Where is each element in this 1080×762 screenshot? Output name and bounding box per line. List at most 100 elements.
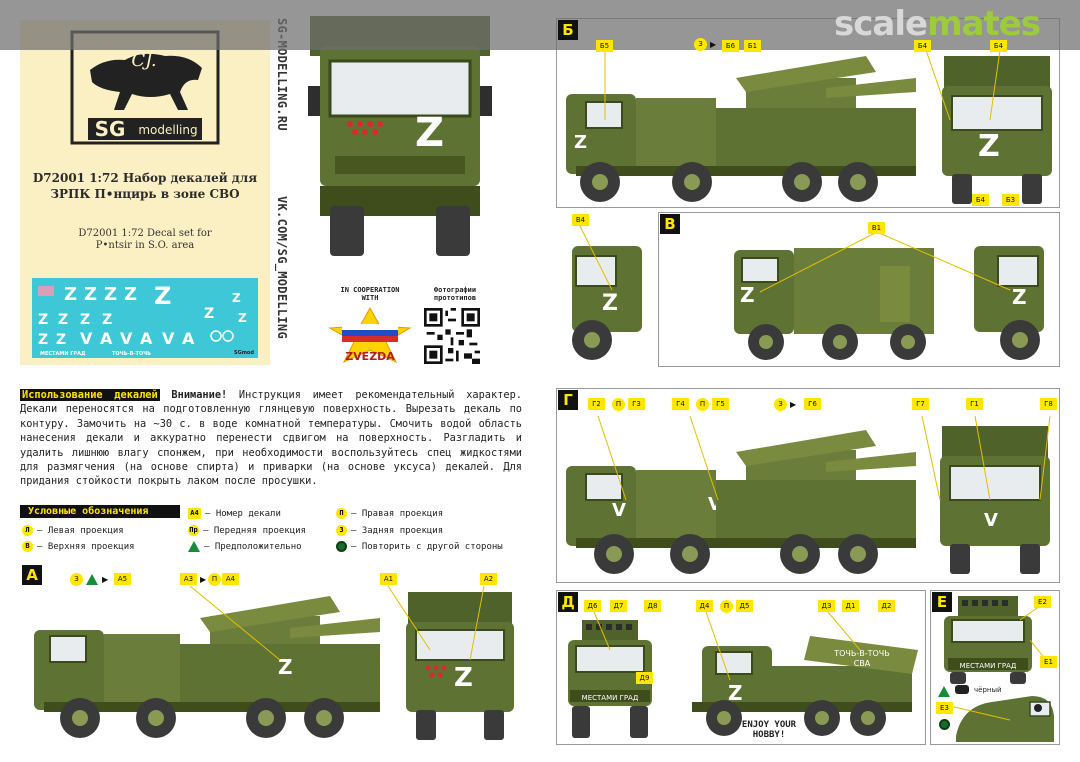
section-e-label: Е	[932, 592, 952, 612]
section-a-label: А	[22, 565, 42, 585]
tag-g4: Г4	[672, 398, 689, 410]
title-en: D72001 1:72 Decal set for P•ntsir in S.O…	[78, 228, 212, 251]
section-v-top-view: Z	[734, 248, 934, 360]
tag-g5: Г5	[712, 398, 729, 410]
assumed-triangle-icon	[938, 686, 950, 697]
black-silhouette-icon	[955, 685, 969, 694]
section-g-label: Г	[558, 390, 578, 410]
tag-d5: Д5	[736, 600, 753, 612]
section-b-label: Б	[558, 20, 578, 40]
svg-text:Z: Z	[415, 110, 444, 156]
section-g-frame	[556, 388, 1060, 583]
top-view-icon: В	[22, 541, 33, 552]
svg-text:A: A	[182, 329, 195, 348]
tag-a5: А5	[114, 573, 131, 585]
arrow-right-icon: ▶	[710, 40, 717, 49]
vertical-links: SG-MODELLING.RU VK.COM/SG_MODELLING	[271, 18, 295, 368]
top-banner	[0, 0, 1080, 50]
svg-text:SGmod: SGmod	[234, 350, 254, 356]
svg-text:Z: Z	[238, 311, 247, 325]
svg-text:Z: Z	[102, 312, 112, 328]
legend-item-number: А4– Номер декали	[188, 508, 281, 519]
vk-link[interactable]: VK.COM/SG_MODELLING	[275, 196, 289, 339]
tag-v4: В4	[572, 214, 589, 226]
section-g-side-view: V V	[566, 430, 916, 574]
tag-g1: Г1	[966, 398, 983, 410]
section-d-frame	[556, 590, 926, 745]
svg-text:Z: Z	[80, 312, 90, 328]
right-view-icon: П	[336, 508, 347, 519]
svg-text:Z: Z	[232, 291, 241, 305]
section-b-front-view: Z	[942, 56, 1052, 204]
tag-rear-3: З	[70, 573, 83, 586]
cooperation-label: IN COOPERATION WITH	[340, 286, 400, 302]
zvezda-logo: ZVEZDA	[328, 306, 412, 364]
svg-text:Z: Z	[124, 284, 137, 305]
tag-e3: Е3	[936, 702, 953, 714]
decal-number-icon: А4	[188, 508, 201, 519]
legend-item-rear: З– Задняя проекция	[336, 525, 443, 536]
tag-v1: В1	[868, 222, 885, 234]
section-a-side-view: Z	[34, 596, 380, 738]
arrow-right-icon: ▶	[102, 575, 109, 584]
tag-g8: Г8	[1040, 398, 1057, 410]
section-g-front-view: V	[940, 426, 1050, 574]
svg-text:Z: Z	[154, 282, 171, 310]
section-d-label: Д	[558, 592, 578, 612]
svg-text:Z: Z	[38, 312, 48, 328]
tag-rear: З	[694, 38, 707, 51]
svg-text:Z: Z	[204, 306, 214, 322]
section-d-front-view: МЕСТАМИ ГРАД	[568, 620, 652, 738]
svg-text:Z: Z	[602, 291, 618, 316]
legend-item-top: В– Верхняя проекция	[22, 541, 135, 552]
section-e-frame	[930, 590, 1060, 745]
svg-text:V: V	[984, 510, 998, 531]
svg-text:Z: Z	[56, 332, 66, 348]
qr-code[interactable]	[424, 308, 480, 364]
svg-text:V: V	[80, 329, 93, 348]
tag-g3: Г3	[628, 398, 645, 410]
instructions-text: Использование декалей Внимание! Инструкц…	[20, 388, 522, 489]
photos-label: Фотографии прототипов	[433, 286, 477, 302]
tag-a4: А4	[222, 573, 239, 585]
tag-d4: Д4	[696, 600, 713, 612]
front-view-icon: Пр	[188, 525, 199, 536]
svg-text:Z: Z	[38, 332, 48, 348]
tag-a3: А3	[180, 573, 197, 585]
svg-text:Z: Z	[740, 283, 755, 307]
svg-text:ТОЧЬ-В-ТОЧЬ: ТОЧЬ-В-ТОЧЬ	[112, 351, 151, 357]
tag-b6: Б6	[722, 40, 739, 52]
svg-text:Z: Z	[278, 655, 293, 679]
tag-g6: Г6	[804, 398, 821, 410]
svg-text:Z: Z	[574, 132, 587, 153]
section-e-plate: МЕСТАМИ ГРАД	[960, 662, 1017, 670]
svg-text:A: A	[100, 329, 113, 348]
tag-d9: Д9	[636, 672, 653, 684]
tag-right: П	[612, 398, 625, 411]
legend-title: Условные обозначения	[20, 505, 180, 518]
section-e-top-view	[956, 696, 1054, 742]
svg-text:Z: Z	[978, 129, 1000, 164]
section-v-left-cab: Z	[572, 246, 642, 360]
legend-item-assumed: – Предположительно	[188, 541, 302, 552]
tag-e2: Е2	[1034, 596, 1051, 608]
tag-b1: Б1	[744, 40, 761, 52]
assumed-triangle-icon	[188, 541, 200, 552]
section-d-hull-text-1: ТОЧЬ-В-ТОЧЬ	[833, 649, 890, 658]
tag-right-4: П	[720, 600, 733, 613]
section-v-right-cab: Z	[974, 246, 1044, 360]
left-view-icon: Л	[22, 525, 33, 536]
tag-right-3: П	[208, 573, 221, 586]
svg-text:Z: Z	[728, 681, 743, 705]
instructions-warning: Внимание!	[171, 389, 228, 401]
legend-item-right: П– Правая проекция	[336, 508, 443, 519]
section-v-frame	[658, 212, 1060, 367]
svg-text:ZVEZDA: ZVEZDA	[345, 350, 395, 363]
assumed-triangle-icon	[86, 574, 98, 585]
tag-b3: Б3	[1002, 194, 1019, 206]
arrow-right-icon: ▶	[790, 400, 797, 409]
logo-sg: SG	[95, 117, 126, 141]
section-a-front-view: Z	[406, 592, 514, 740]
